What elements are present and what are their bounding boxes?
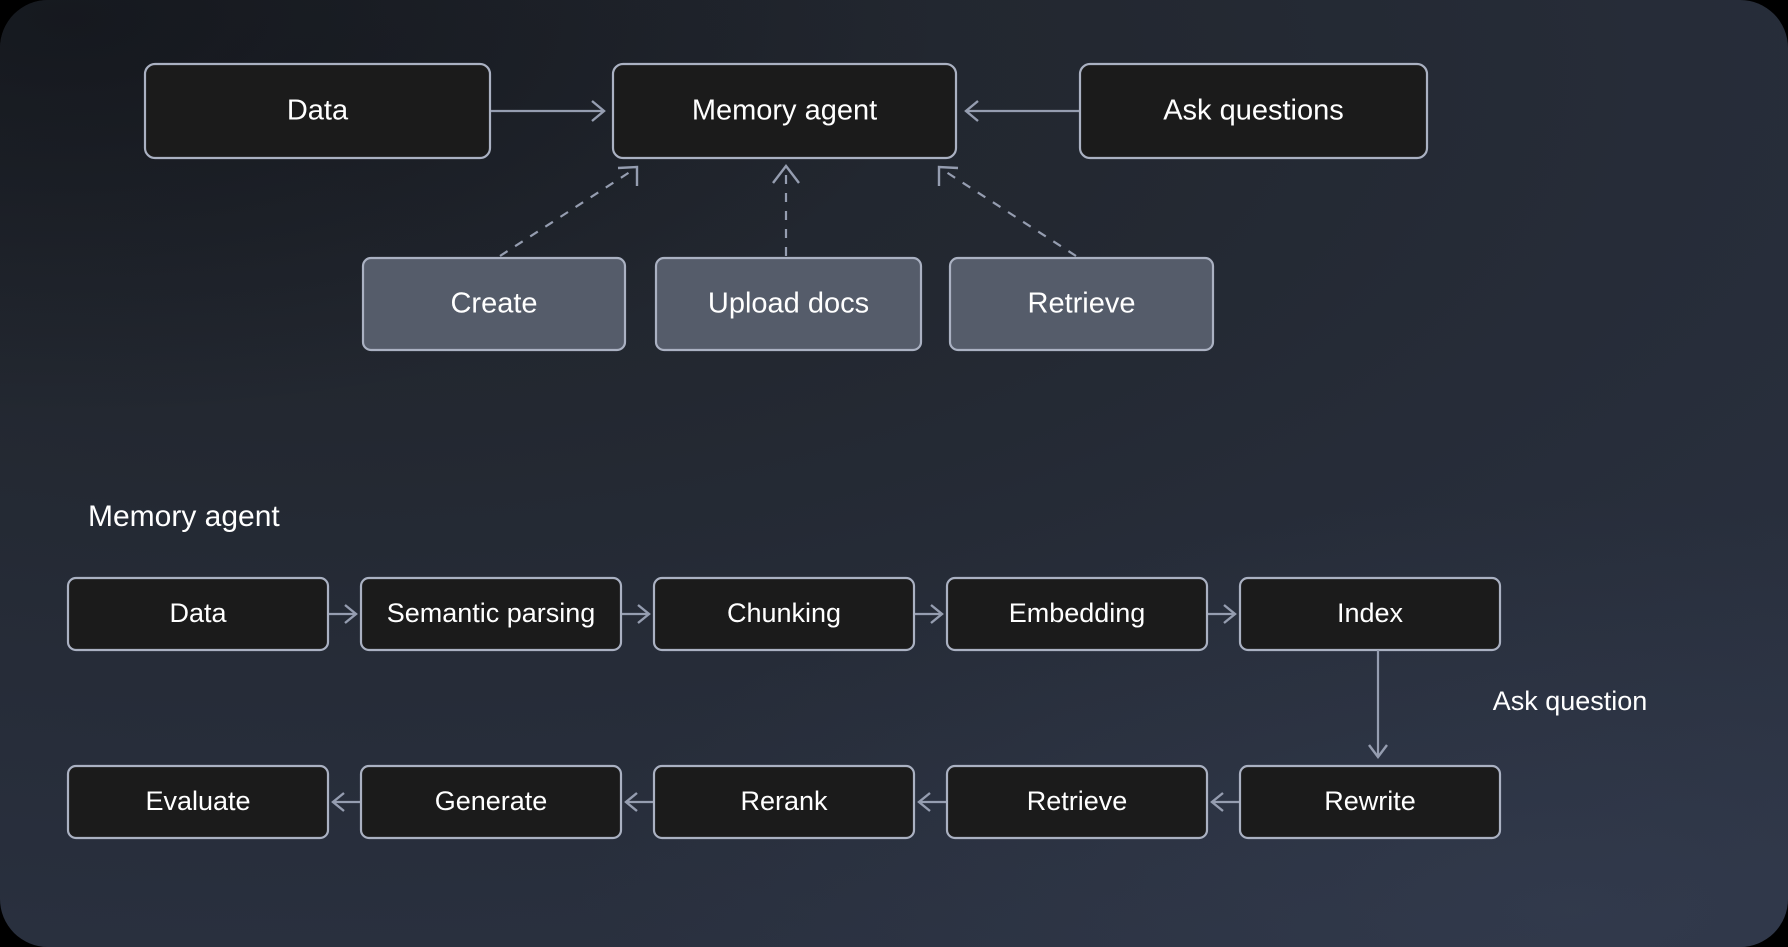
arrow-generate-to-evaluate bbox=[331, 792, 361, 812]
node-retrieve-action[interactable]: Retrieve bbox=[948, 256, 1215, 352]
edge-index-to-rewrite-label: Ask question bbox=[1493, 686, 1648, 716]
node-memory-agent[interactable]: Memory agent bbox=[611, 62, 958, 160]
arrow-retrieve-to-rerank bbox=[917, 792, 947, 812]
arrow-semantic-parsing-to-chunking bbox=[621, 604, 651, 624]
arrow-rewrite-to-retrieve bbox=[1210, 792, 1240, 812]
node-ask-questions[interactable]: Ask questions bbox=[1078, 62, 1429, 160]
arrow-data-to-semantic-parsing bbox=[328, 604, 358, 624]
node-p-rerank[interactable]: Rerank bbox=[652, 764, 916, 840]
node-p-retrieve[interactable]: Retrieve bbox=[945, 764, 1209, 840]
edge-create-to-memory-agent bbox=[499, 165, 639, 257]
edge-index-to-rewrite: Ask question bbox=[1368, 650, 1648, 759]
node-p-index[interactable]: Index bbox=[1238, 576, 1502, 652]
node-p-embedding-label: Embedding bbox=[1009, 598, 1146, 628]
pipeline-group: Memory agent bbox=[66, 500, 1648, 840]
node-p-evaluate-label: Evaluate bbox=[145, 786, 250, 816]
pipeline-row-one-arrows bbox=[328, 604, 1237, 624]
node-p-index-label: Index bbox=[1337, 598, 1404, 628]
arrow-embedding-to-index bbox=[1207, 604, 1237, 624]
node-p-chunking-label: Chunking bbox=[727, 598, 841, 628]
edge-retrieve-to-memory-agent bbox=[937, 165, 1077, 257]
node-p-rewrite[interactable]: Rewrite bbox=[1238, 764, 1502, 840]
node-p-embedding[interactable]: Embedding bbox=[945, 576, 1209, 652]
node-p-rewrite-label: Rewrite bbox=[1324, 786, 1416, 816]
node-retrieve-action-label: Retrieve bbox=[1028, 288, 1136, 320]
edge-data-to-memory-agent bbox=[490, 100, 606, 122]
node-p-semantic-parsing[interactable]: Semantic parsing bbox=[359, 576, 623, 652]
node-ask-questions-label: Ask questions bbox=[1163, 95, 1344, 127]
node-upload-docs[interactable]: Upload docs bbox=[654, 256, 923, 352]
node-data[interactable]: Data bbox=[143, 62, 492, 160]
node-create-label: Create bbox=[450, 288, 537, 320]
node-create[interactable]: Create bbox=[361, 256, 627, 352]
node-p-generate[interactable]: Generate bbox=[359, 764, 623, 840]
pipeline-title: Memory agent bbox=[88, 500, 280, 533]
arrow-chunking-to-embedding bbox=[914, 604, 944, 624]
edge-ask-questions-to-memory-agent bbox=[964, 100, 1080, 122]
edge-upload-docs-to-memory-agent bbox=[772, 164, 800, 256]
node-p-chunking[interactable]: Chunking bbox=[652, 576, 916, 652]
node-p-rerank-label: Rerank bbox=[740, 786, 828, 816]
node-p-generate-label: Generate bbox=[435, 786, 548, 816]
node-p-evaluate[interactable]: Evaluate bbox=[66, 764, 330, 840]
node-upload-docs-label: Upload docs bbox=[708, 288, 869, 320]
top-flow-group: Data Memory agent Ask questions Create U… bbox=[143, 62, 1429, 352]
node-p-data[interactable]: Data bbox=[66, 576, 330, 652]
pipeline-row-two-arrows bbox=[331, 792, 1240, 812]
node-data-label: Data bbox=[287, 95, 349, 127]
arrow-rerank-to-generate bbox=[624, 792, 654, 812]
node-p-retrieve-label: Retrieve bbox=[1027, 786, 1128, 816]
node-memory-agent-label: Memory agent bbox=[692, 95, 877, 127]
node-p-semantic-parsing-label: Semantic parsing bbox=[387, 598, 596, 628]
node-p-data-label: Data bbox=[169, 598, 227, 628]
